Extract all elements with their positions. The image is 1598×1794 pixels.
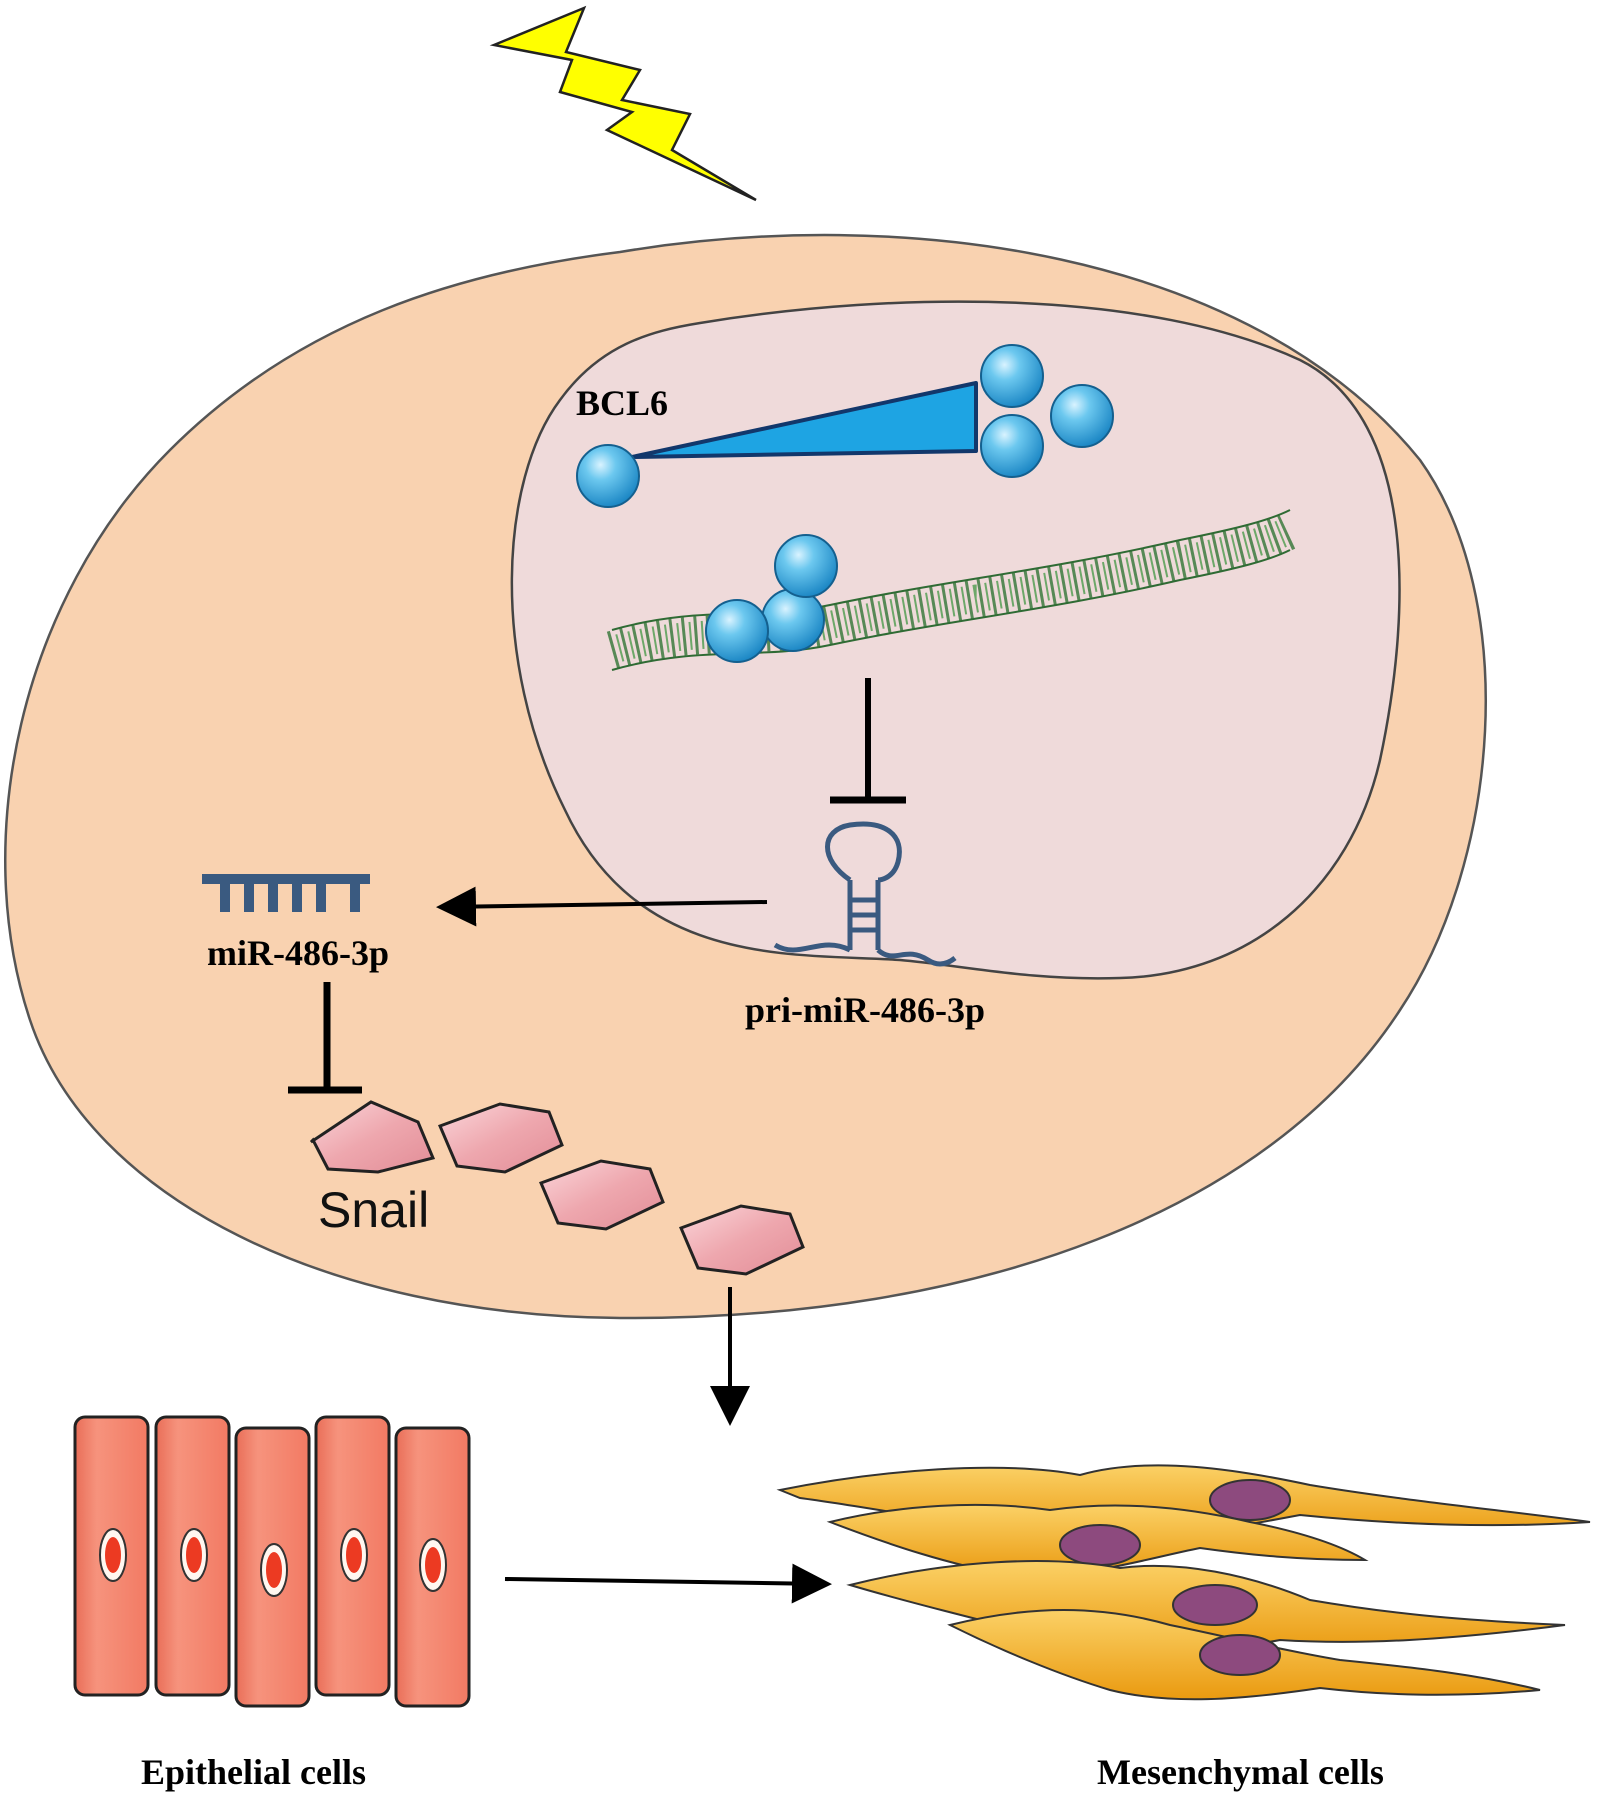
snail-protein xyxy=(679,1204,805,1276)
lightning-bolt-icon xyxy=(489,5,757,202)
emt-transition-arrow xyxy=(504,1563,832,1604)
bound-protein xyxy=(761,588,825,652)
mesenchymal-cells-group xyxy=(776,1464,1591,1701)
mesenchymal-cell xyxy=(947,1609,1541,1701)
bound-protein-cluster xyxy=(705,534,838,663)
epithelial-cell xyxy=(314,1415,391,1697)
bound-protein xyxy=(705,599,769,663)
bcl6-label: BCL6 xyxy=(576,383,668,423)
mesenchymal-label: Mesenchymal cells xyxy=(1097,1752,1384,1792)
bcl6-protein-cluster xyxy=(576,344,1114,508)
epithelial-label: Epithelial cells xyxy=(141,1752,366,1792)
pri-mirna-hairpin-icon xyxy=(773,821,957,967)
bound-protein xyxy=(774,534,838,598)
processing-arrow xyxy=(436,886,768,927)
pri-mirna-label: pri-miR-486-3p xyxy=(745,990,985,1030)
bcl6-protein xyxy=(980,414,1044,478)
snail-protein xyxy=(309,1100,436,1174)
bcl6-increase-wedge xyxy=(630,381,978,459)
nucleus xyxy=(510,300,1401,980)
snail-protein xyxy=(539,1159,665,1231)
epithelial-cell xyxy=(394,1426,471,1708)
epithelial-cell xyxy=(154,1415,231,1697)
epithelial-cells-group xyxy=(73,1415,471,1708)
bcl6-protein xyxy=(1050,384,1114,448)
bcl6-protein xyxy=(576,444,640,508)
snail-protein-cluster xyxy=(309,1100,805,1276)
snail-protein xyxy=(438,1102,564,1174)
epithelial-cell xyxy=(234,1426,311,1708)
epithelial-cell xyxy=(73,1415,150,1697)
inhibition-arrow-mirna xyxy=(288,982,362,1094)
mature-mirna-icon xyxy=(202,874,370,912)
bcl6-protein xyxy=(980,344,1044,408)
snail-label: Snail xyxy=(318,1182,429,1238)
inhibition-arrow-dna xyxy=(830,678,906,804)
mirna-label: miR-486-3p xyxy=(207,933,389,973)
